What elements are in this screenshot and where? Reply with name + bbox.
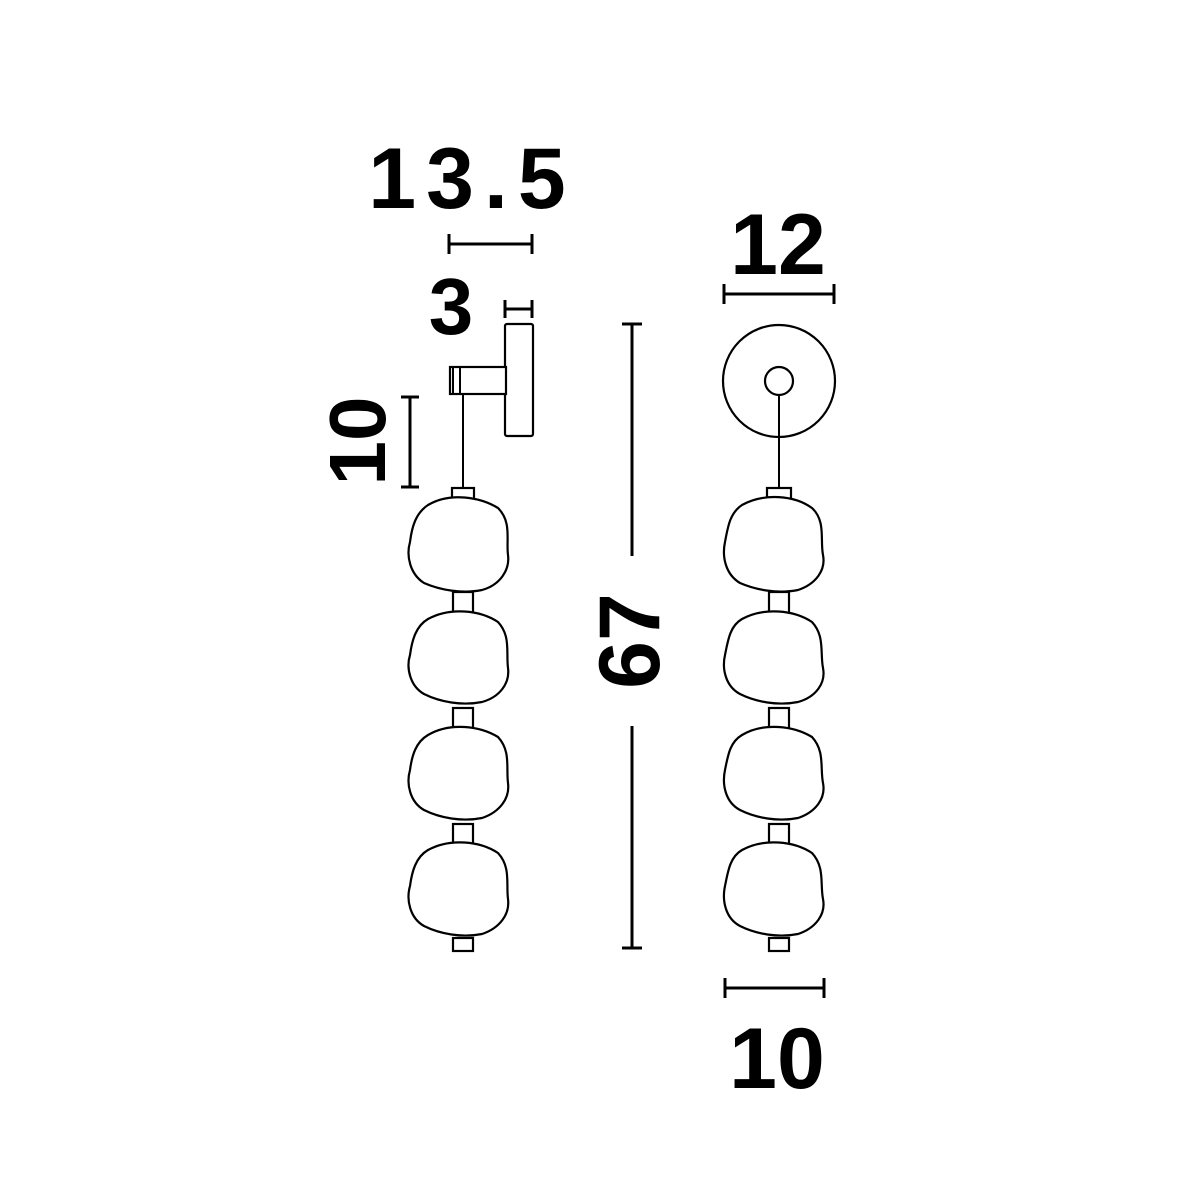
dim-globe-diameter-line xyxy=(723,978,826,998)
globe-front-1 xyxy=(722,495,825,593)
dim-plate-thickness-label: 3 xyxy=(429,262,474,351)
mount-hole xyxy=(763,365,795,397)
mount-arm xyxy=(448,365,508,396)
dim-plate-diameter-line xyxy=(722,284,836,304)
bottom-cap-front xyxy=(767,936,791,953)
dim-rod-length-line xyxy=(401,395,419,489)
dim-globe-diameter-label: 10 xyxy=(729,1011,825,1107)
bottom-cap-side xyxy=(451,936,475,953)
globe-side-1 xyxy=(407,496,510,593)
dim-rod-length-label: 10 xyxy=(313,397,402,486)
side-view: 13.5 3 10 xyxy=(313,131,575,953)
globe-side-2 xyxy=(407,610,510,705)
dim-plate-diameter-label: 12 xyxy=(730,197,826,293)
globe-front-3 xyxy=(722,725,825,821)
dim-total-height-label: 67 xyxy=(582,593,678,689)
front-view: 12 10 xyxy=(721,197,837,1107)
wall-plate-side xyxy=(503,322,535,438)
dim-total-height: 67 xyxy=(582,322,678,950)
dim-side-depth-label: 13.5 xyxy=(368,131,575,227)
globe-side-4 xyxy=(407,841,510,937)
dim-plate-thickness-line xyxy=(503,300,534,318)
globe-front-2 xyxy=(722,610,825,705)
globe-front-4 xyxy=(722,841,825,937)
dim-side-depth-line xyxy=(447,234,534,254)
globe-side-3 xyxy=(407,725,510,821)
